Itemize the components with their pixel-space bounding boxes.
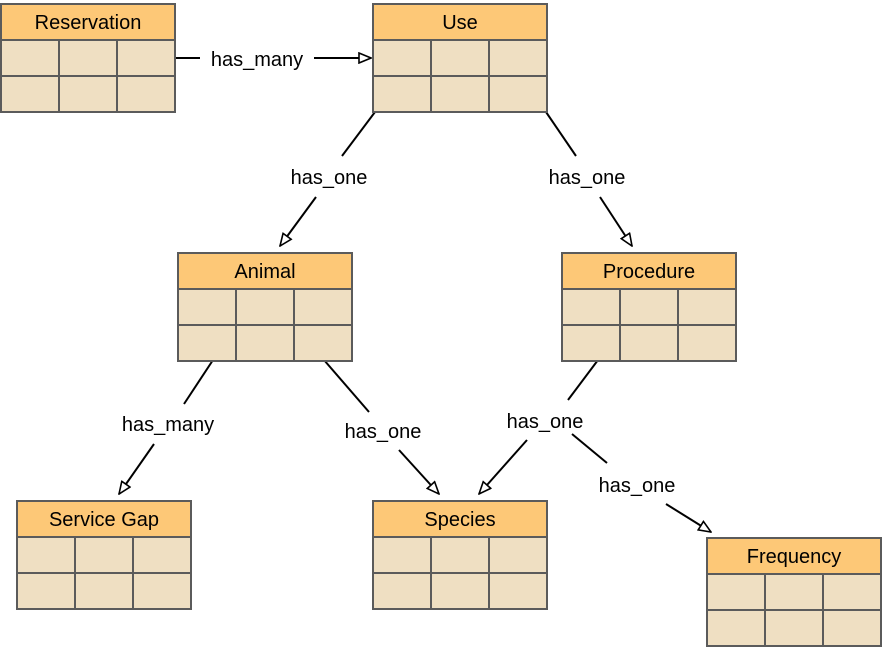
entity-title: Procedure	[603, 261, 695, 283]
edge-label-use-procedure: has_one	[549, 167, 626, 189]
edge-animal-service-gap	[119, 359, 214, 494]
edge-use-procedure	[545, 111, 632, 246]
entity-use: Use	[372, 3, 548, 113]
entity-title: Species	[424, 509, 495, 531]
edge-animal-species	[323, 359, 439, 494]
edge-label-use-animal: has_one	[291, 167, 368, 189]
entity-reservation: Reservation	[0, 3, 176, 113]
entity-animal: Animal	[177, 252, 353, 362]
entity-title: Frequency	[747, 546, 842, 568]
entity-frequency: Frequency	[706, 537, 882, 647]
edge-label-procedure-species: has_one	[507, 411, 584, 433]
entity-procedure: Procedure	[561, 252, 737, 362]
edge-label-animal-service-gap: has_many	[122, 414, 214, 436]
entity-title: Animal	[234, 261, 295, 283]
edge-procedure-frequency	[571, 433, 711, 532]
edge-use-animal	[280, 111, 376, 246]
entity-service-gap: Service Gap	[16, 500, 192, 610]
entity-title: Service Gap	[49, 509, 159, 531]
entity-species: Species	[372, 500, 548, 610]
entity-title: Use	[442, 12, 478, 34]
edge-label-procedure-frequency: has_one	[599, 475, 676, 497]
entity-title: Reservation	[35, 12, 142, 34]
edge-label-reservation-use: has_many	[211, 49, 303, 71]
edge-label-animal-species: has_one	[345, 421, 422, 443]
edge-procedure-species	[479, 359, 599, 494]
